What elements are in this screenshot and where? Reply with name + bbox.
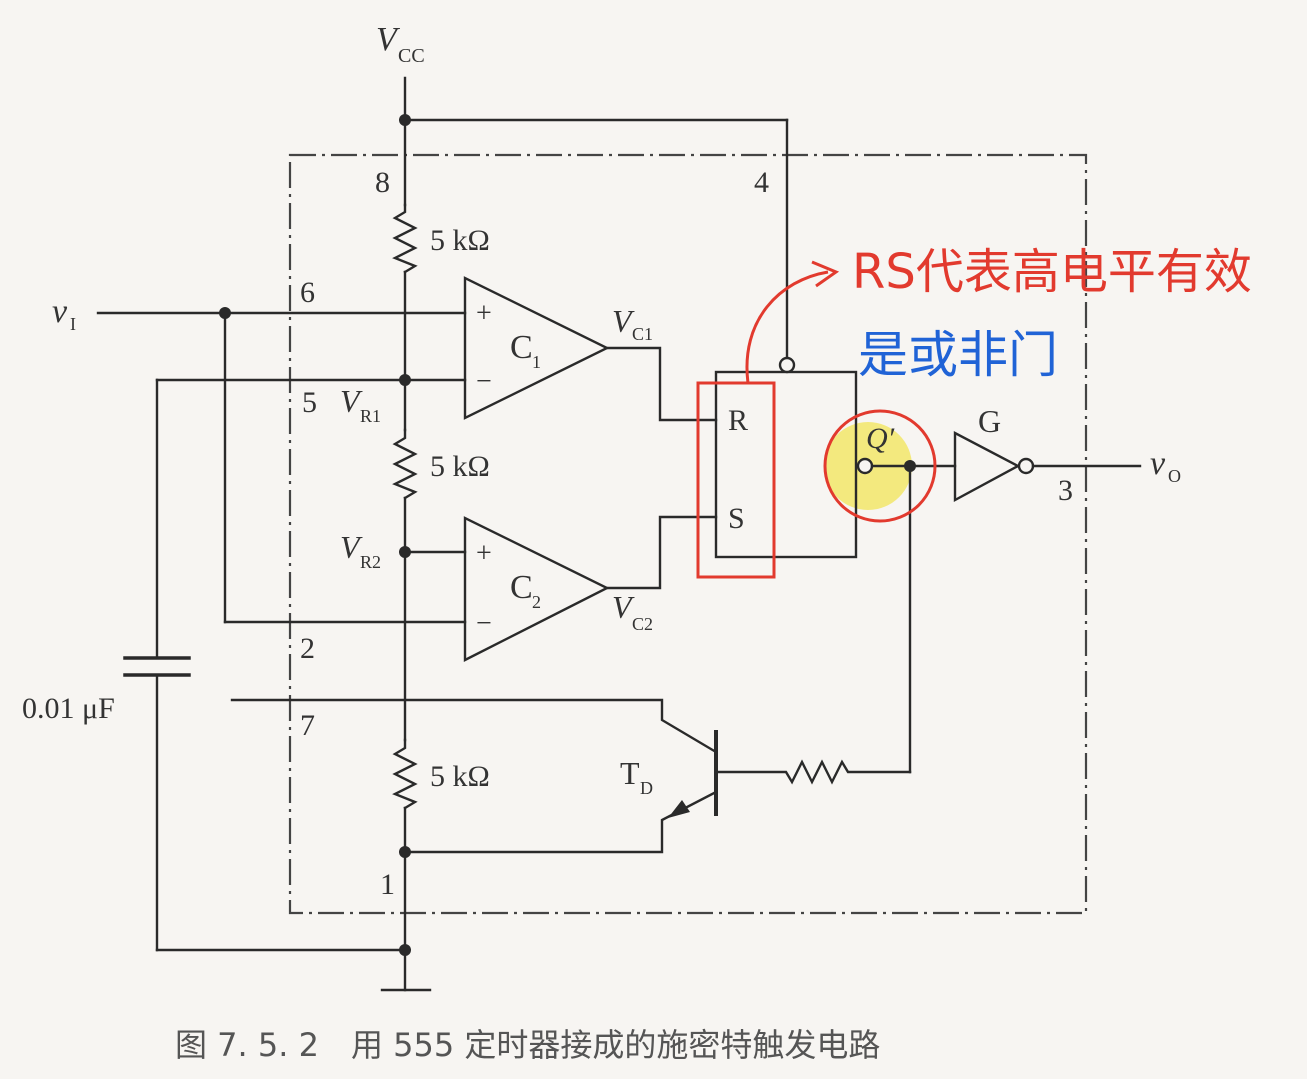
vc2-label: V: [612, 589, 635, 625]
c1-plus: +: [476, 298, 492, 329]
red-annotation: RS代表高电平有效: [852, 244, 1252, 300]
pin-4: 4: [754, 166, 769, 199]
s-input-label: S: [728, 502, 745, 535]
resistor-mid-label: 5 kΩ: [430, 450, 490, 483]
blue-annotation: 是或非门: [858, 326, 1058, 384]
vr1-label: V: [340, 383, 363, 419]
pin-3: 3: [1058, 474, 1073, 507]
inverter-g: [953, 431, 1021, 503]
capacitor-label: 0.01 μF: [22, 692, 115, 725]
c2-plus: +: [476, 538, 492, 569]
resistor-top: [392, 203, 418, 274]
c2-label: C: [510, 569, 533, 606]
qbar-label: Q′: [866, 422, 895, 455]
resistor-base: [714, 759, 912, 785]
vcc-sub: CC: [398, 45, 425, 67]
gate-g-label: G: [978, 403, 1001, 439]
td-label: T: [620, 755, 640, 791]
resistor-top-label: 5 kΩ: [430, 224, 490, 257]
pin-1: 1: [380, 868, 395, 901]
vc1-sub: C1: [632, 324, 653, 344]
inverter-bubble: [1017, 457, 1035, 475]
vc1-label: V: [612, 303, 635, 339]
pin-8: 8: [375, 166, 390, 199]
figure-caption: 图 7. 5. 2 用 555 定时器接成的施密特触发电路: [175, 1026, 880, 1064]
emitter-arrow: [668, 800, 690, 818]
c2-minus: −: [476, 608, 492, 639]
rs-highlight-box: [696, 381, 776, 579]
c1-minus: −: [476, 366, 492, 397]
pin-7: 7: [300, 709, 315, 742]
vo-label: v: [1150, 445, 1166, 482]
qbar-red-circle: [823, 409, 937, 523]
resistor-bot: [392, 738, 418, 810]
red-arrowhead: [811, 260, 840, 288]
resistor-mid: [392, 428, 418, 500]
qbar-bubble: [856, 457, 874, 475]
pin-2: 2: [300, 632, 315, 665]
c2-sub: 2: [532, 592, 541, 612]
vo-sub: O: [1168, 466, 1181, 486]
vr1-sub: R1: [360, 406, 381, 426]
resistor-bot-label: 5 kΩ: [430, 760, 490, 793]
vi-sub: I: [70, 314, 76, 334]
comparator-c1: [463, 276, 610, 420]
reset-bubble: [778, 356, 796, 374]
vr2-label: V: [340, 529, 363, 565]
comparator-c2: [463, 516, 610, 662]
r-input-label: R: [728, 404, 748, 437]
vr2-sub: R2: [360, 552, 381, 572]
pin-5: 5: [302, 386, 317, 419]
chip-boundary: [288, 153, 1088, 915]
vc2-sub: C2: [632, 614, 653, 634]
c1-sub: 1: [532, 352, 541, 372]
red-arrow-curve: [745, 270, 829, 384]
vi-label: v: [52, 293, 68, 330]
pin-6: 6: [300, 276, 315, 309]
td-sub: D: [640, 778, 653, 798]
c1-label: C: [510, 329, 533, 366]
